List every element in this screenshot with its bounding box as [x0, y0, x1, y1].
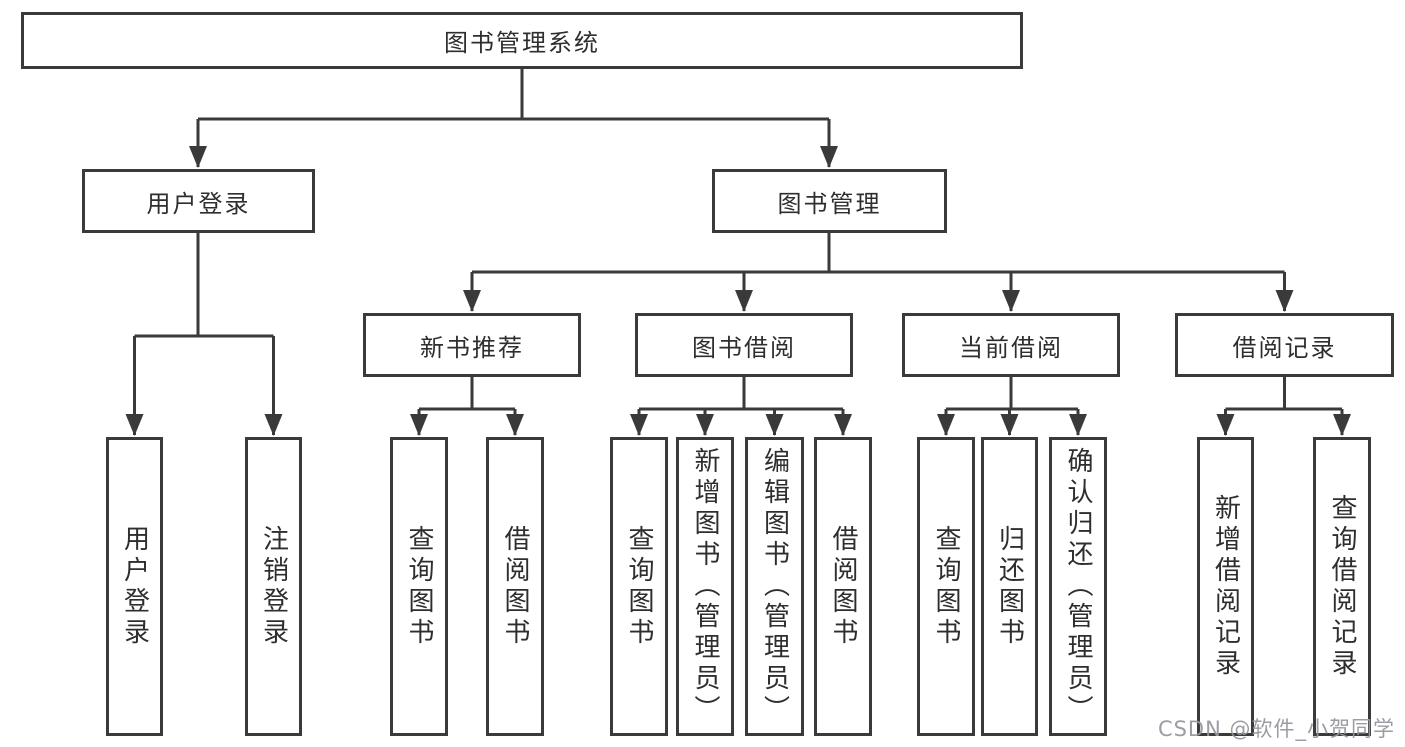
leaf-current-confirm-return-admin: 确认归还（管理员）	[1049, 437, 1107, 736]
leaf-record-query-record: 查询借阅记录	[1313, 437, 1371, 736]
connector-current-borrow-to-leaves	[937, 377, 1087, 436]
leaf-record-add-record-label: 新增借阅记录	[1210, 493, 1241, 680]
leaf-borrow-borrow-book: 借阅图书	[814, 437, 872, 736]
node-user-login: 用户登录	[82, 169, 315, 233]
connector-book-mgmt-to-level3	[463, 233, 1294, 312]
connector-user-login-to-leaves	[125, 233, 283, 436]
leaf-newbook-borrow-book: 借阅图书	[486, 437, 544, 736]
leaf-current-confirm-return-admin-label: 确认归还（管理员）	[1063, 447, 1093, 726]
node-current-borrow-label: 当前借阅	[959, 333, 1063, 362]
leaf-logout-login: 注销登录	[245, 437, 302, 736]
node-book-management-label: 图书管理	[777, 189, 882, 218]
node-user-login-label: 用户登录	[146, 189, 251, 218]
node-book-borrow-label: 图书借阅	[692, 333, 796, 362]
leaf-user-login: 用户登录	[106, 437, 163, 736]
leaf-current-query-book-label: 查询图书	[931, 524, 961, 649]
leaf-current-return-book-label: 归还图书	[994, 524, 1025, 649]
node-new-book-recommend: 新书推荐	[363, 313, 581, 377]
leaf-current-return-book: 归还图书	[981, 437, 1038, 736]
leaf-borrow-add-book-admin: 新增图书（管理员）	[676, 437, 734, 736]
node-root-label: 图书管理系统	[444, 29, 600, 57]
leaf-borrow-borrow-book-label: 借阅图书	[828, 524, 858, 649]
connector-root-to-level2	[189, 68, 838, 168]
leaf-newbook-query-book-label: 查询图书	[404, 524, 434, 649]
leaf-record-add-record: 新增借阅记录	[1197, 437, 1254, 736]
node-book-borrow: 图书借阅	[635, 313, 853, 377]
node-new-book-recommend-label: 新书推荐	[420, 333, 524, 362]
leaf-newbook-query-book: 查询图书	[390, 437, 448, 736]
connector-borrow-record-to-leaves	[1216, 377, 1351, 436]
leaf-newbook-borrow-book-label: 借阅图书	[500, 524, 530, 649]
node-root-system: 图书管理系统	[21, 12, 1023, 69]
leaf-user-login-label: 用户登录	[119, 524, 150, 649]
leaf-current-query-book: 查询图书	[917, 437, 975, 736]
node-current-borrow: 当前借阅	[902, 313, 1120, 377]
leaf-record-query-record-label: 查询借阅记录	[1327, 493, 1357, 680]
connector-new-book-to-leaves	[410, 377, 524, 436]
leaf-borrow-add-book-admin-label: 新增图书（管理员）	[690, 447, 720, 726]
csdn-watermark: CSDN @软件_小贺同学	[1157, 717, 1395, 741]
leaf-borrow-edit-book-admin-label: 编辑图书（管理员）	[759, 447, 790, 726]
node-borrow-records-label: 借阅记录	[1232, 333, 1337, 362]
leaf-logout-login-label: 注销登录	[258, 524, 289, 649]
leaf-borrow-query-book: 查询图书	[610, 437, 668, 736]
node-book-management: 图书管理	[712, 169, 947, 233]
leaf-borrow-query-book-label: 查询图书	[624, 524, 654, 649]
connector-book-borrow-to-leaves	[630, 377, 852, 436]
node-borrow-records: 借阅记录	[1175, 313, 1394, 377]
leaf-borrow-edit-book-admin: 编辑图书（管理员）	[745, 437, 804, 736]
